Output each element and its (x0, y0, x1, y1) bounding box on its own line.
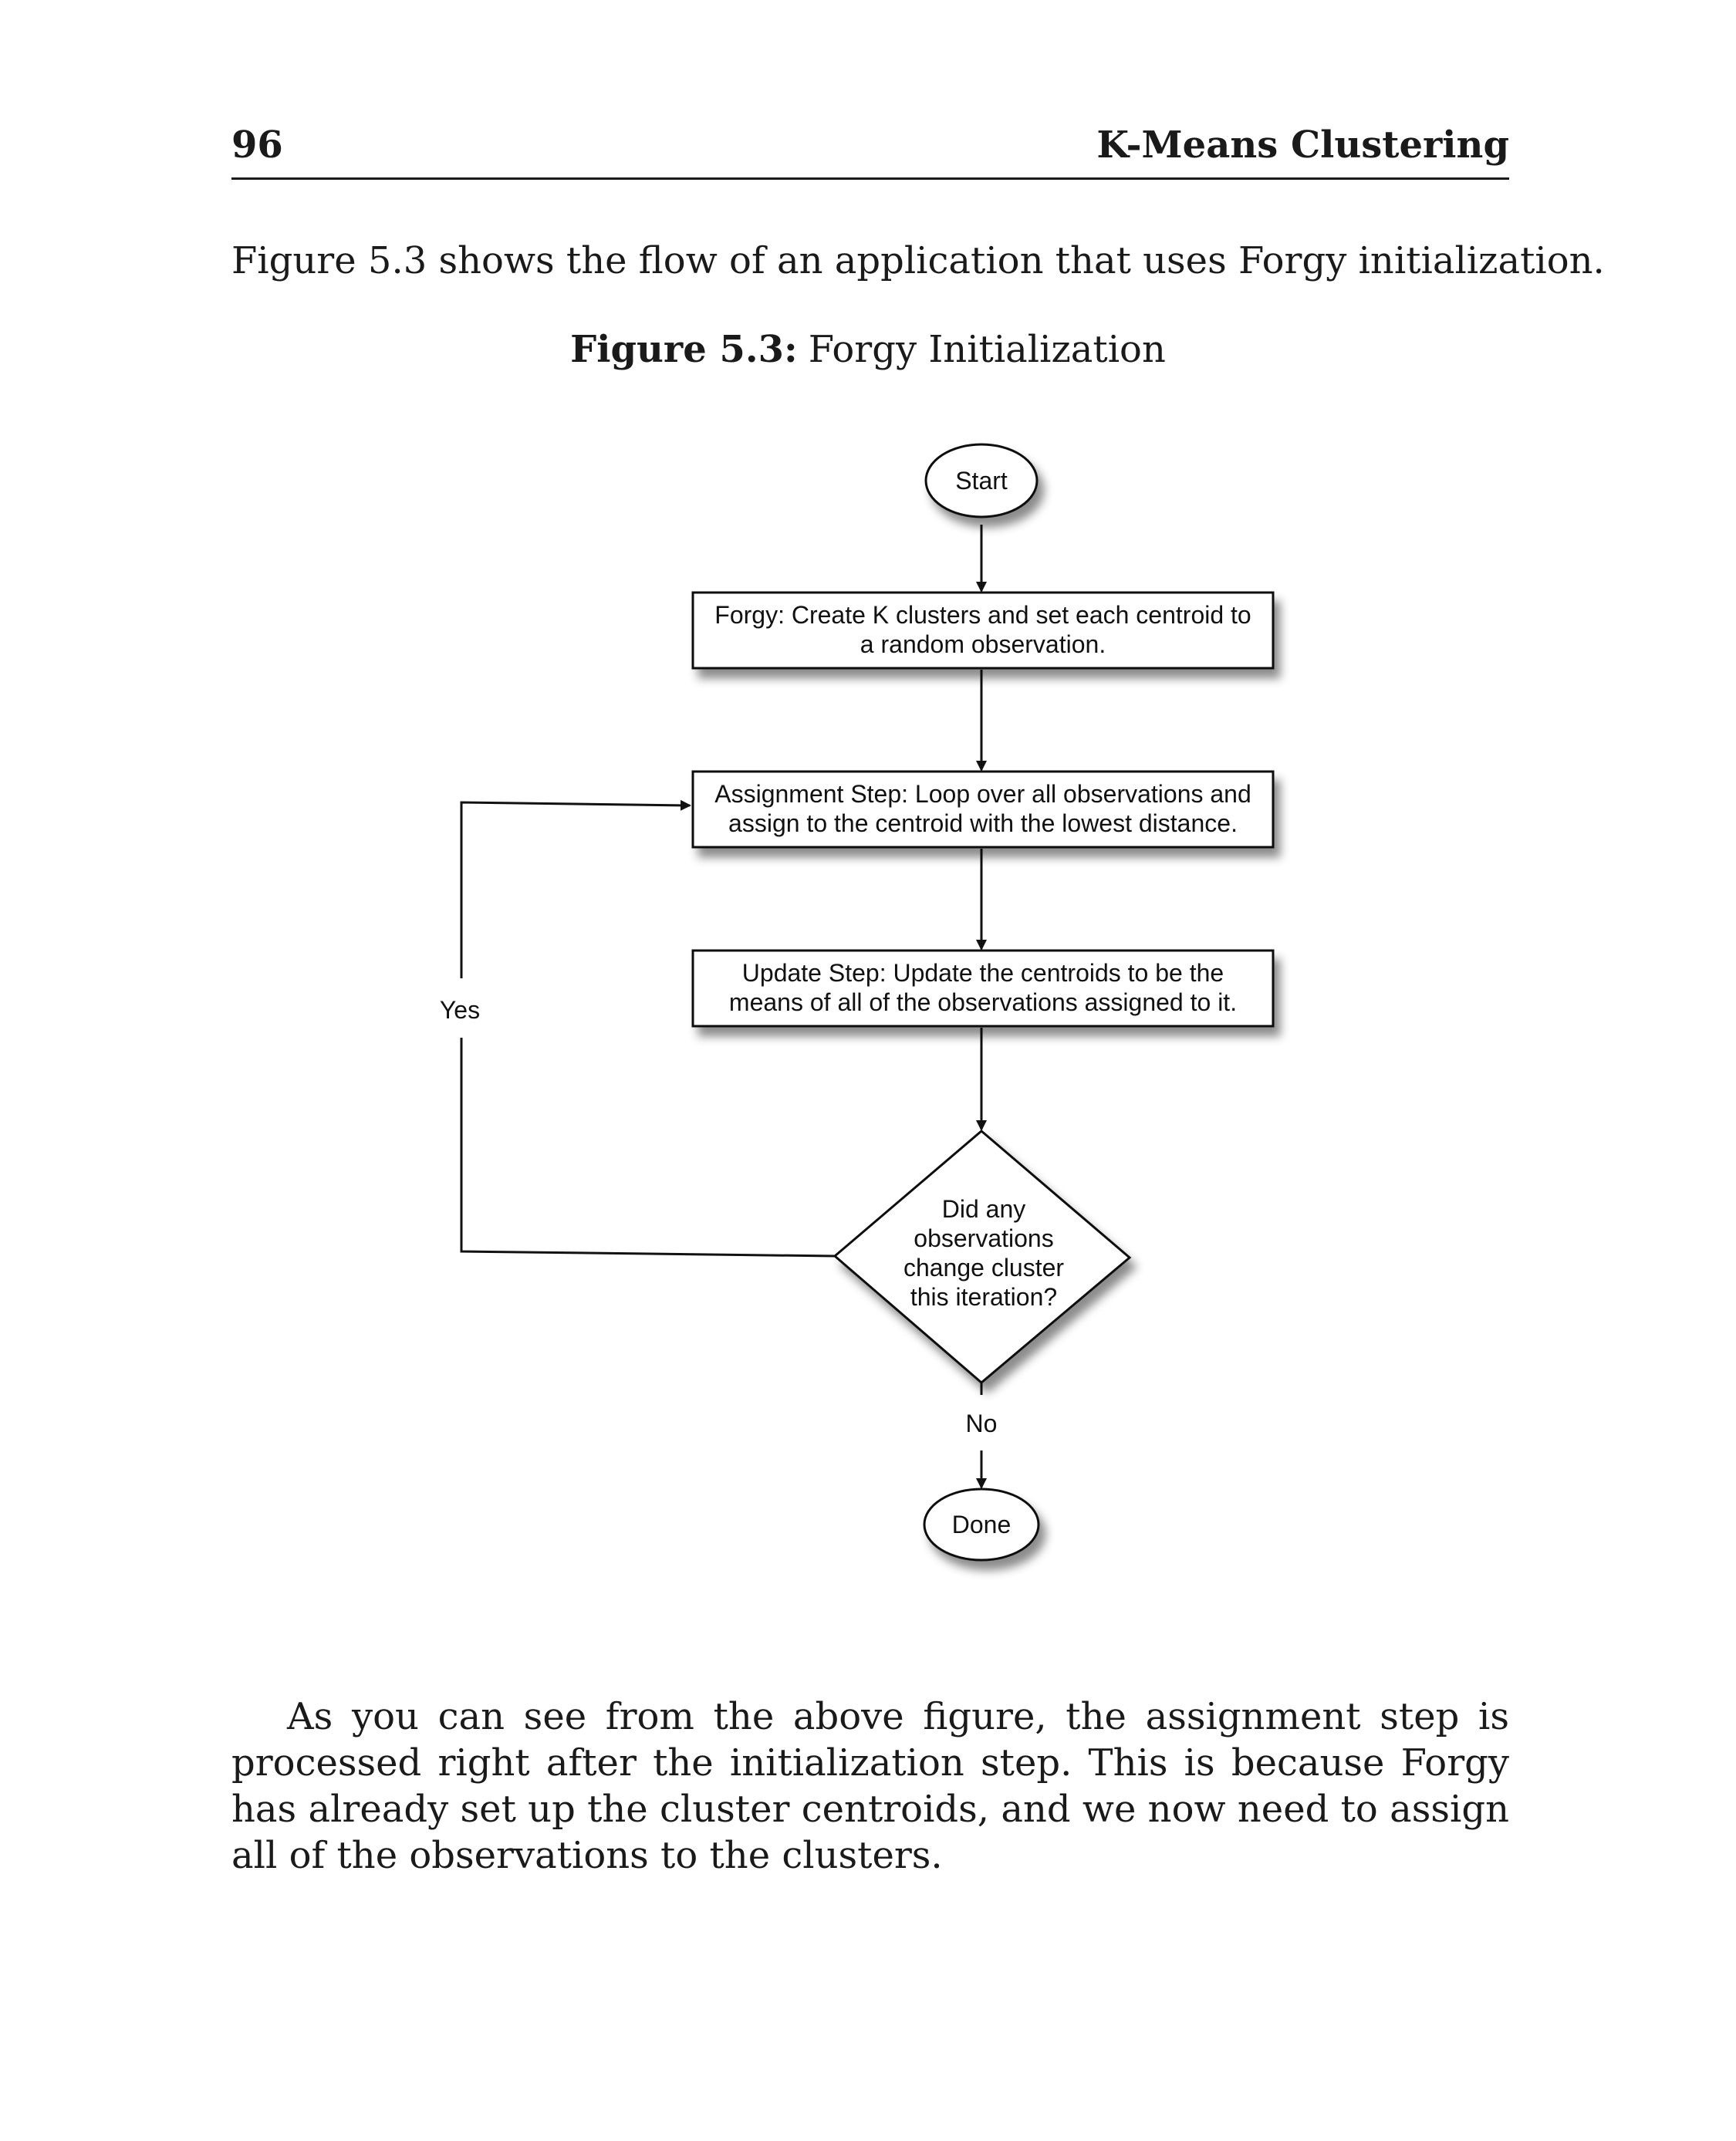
running-title: K-Means Clustering (1096, 123, 1509, 167)
update-line-2: means of all of the observations assigne… (729, 988, 1237, 1016)
decision-node: Did any observations change cluster this… (833, 1130, 1132, 1384)
page-number: 96 (231, 123, 283, 167)
update-line-1: Update Step: Update the centroids to be … (742, 959, 1224, 987)
intro-sentence: Figure 5.3 shows the flow of an applicat… (231, 239, 1605, 282)
forgy-line-2: a random observation. (860, 630, 1106, 658)
yes-loop-upper (460, 799, 691, 978)
figure-title: Forgy Initialization (808, 328, 1166, 371)
figure-label: Figure 5.3: (570, 328, 798, 371)
yes-loop-lower (460, 1038, 836, 1258)
decision-line-1: Did any (942, 1195, 1026, 1223)
start-node: Start (924, 443, 1039, 518)
update-step: Update Step: Update the centroids to be … (691, 949, 1275, 1028)
done-label: Done (952, 1511, 1012, 1538)
figure-caption: Figure 5.3:Forgy Initialization (0, 328, 1736, 371)
yes-label: Yes (440, 996, 480, 1024)
no-label: No (966, 1410, 998, 1437)
done-node: Done (923, 1488, 1040, 1562)
decision-line-4: this iteration? (910, 1283, 1057, 1311)
assignment-line-1: Assignment Step: Loop over all observati… (714, 780, 1251, 808)
forgy-step: Forgy: Create K clusters and set each ce… (691, 591, 1275, 670)
forgy-line-1: Forgy: Create K clusters and set each ce… (714, 601, 1251, 629)
page-header: 96 K-Means Clustering (231, 123, 1509, 180)
start-label: Start (955, 467, 1008, 495)
assignment-step: Assignment Step: Loop over all observati… (691, 770, 1275, 849)
decision-line-2: observations (914, 1224, 1053, 1252)
body-paragraph: As you can see from the above figure, th… (231, 1695, 1509, 1877)
connectors (460, 525, 987, 1489)
assignment-line-2: assign to the centroid with the lowest d… (728, 809, 1238, 837)
decision-line-3: change cluster (903, 1254, 1064, 1282)
